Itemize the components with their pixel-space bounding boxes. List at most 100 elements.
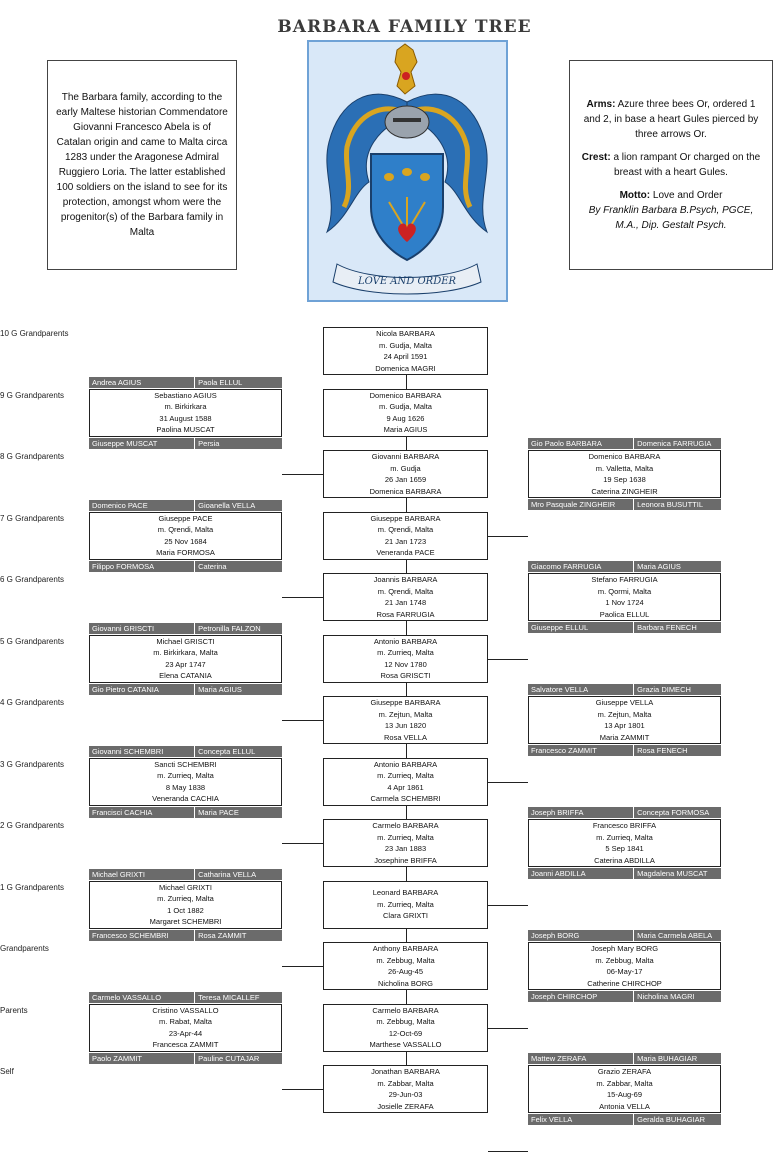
main-couple-line-1: m. Zurrieq, Malta — [377, 648, 434, 657]
generation-label: Grandparents — [0, 944, 49, 953]
left-couple-line-2: 25 Nov 1684 — [164, 536, 207, 546]
page-title: BARBARA FAMILY TREE — [277, 17, 532, 37]
connector-line — [405, 375, 407, 389]
right-couple-line-0: Joseph Mary BORG — [590, 944, 659, 953]
generation-label: 7 G Grandparents — [0, 513, 65, 523]
right-parent-bar: Joseph CHIRCHOP — [528, 991, 634, 1002]
right-parent-bar: Maria BUHAGIAR — [634, 1053, 721, 1064]
left-parent-bar: Andrea AGIUS — [89, 376, 195, 388]
right-parent-bar: Magdalena MUSCAT — [634, 868, 721, 879]
right-parent-bar: Domenica FARRUGIA — [634, 438, 721, 449]
connector-line — [488, 904, 528, 906]
main-couple-line-1: m. Gudja, Malta — [379, 402, 432, 411]
generation-label: 3 G Grandparents — [0, 759, 65, 769]
main-couple-line-1: m. Qrendi, Malta — [377, 525, 434, 534]
main-couple-line-2: 26 Jan 1659 — [384, 475, 427, 484]
main-couple-line-2: 4 Apr 1861 — [387, 782, 424, 792]
connector-line — [282, 474, 323, 475]
right-parent-bar: Grazia DIMECH — [634, 684, 721, 695]
right-parent-bar: Maria Carmela ABELA — [634, 930, 721, 941]
main-couple-line-1: m. Zejtun, Malta — [378, 709, 433, 719]
right-parent-bar: Barbara FENECH — [634, 622, 721, 633]
connector-line — [405, 1051, 407, 1065]
connector-line — [488, 1027, 528, 1029]
generation-label: Parents — [0, 1005, 28, 1015]
connector-line — [405, 498, 407, 512]
left-parent-bar: Maria AGIUS — [195, 683, 282, 695]
main-couple-line-3: Veneranda PACE — [376, 548, 435, 557]
intro-text: The Barbara family, according to the ear… — [56, 92, 228, 238]
generation-label: 4 G Grandparents — [0, 698, 65, 707]
left-parent-bar: Maria PACE — [195, 806, 282, 818]
generation-label: 9 G Grandparents — [0, 390, 65, 400]
right-couple-line-3: Caterina ZINGHEIR — [591, 486, 658, 496]
main-couple-line-2: 26-Aug-45 — [387, 967, 424, 976]
main-couple-line-0: Nicola BARBARA — [376, 329, 435, 338]
left-parent-bar: Francesco SCHEMBRI — [89, 929, 195, 941]
main-couple-line-1: m. Qrendi, Malta — [377, 586, 434, 596]
left-parent-bar: Michael GRIXTI — [89, 868, 195, 880]
right-couple-line-1: m. Qormi, Malta — [597, 586, 652, 596]
left-couple-line-1: m. Birkirkara — [164, 402, 207, 411]
crest-label: Crest: — [581, 152, 611, 163]
left-couple-line-2: 23-Apr-44 — [168, 1028, 203, 1038]
left-parent-bar: Persia — [195, 437, 282, 449]
left-parent-bar: Filippo FORMOSA — [89, 560, 195, 572]
main-couple-line-3: Josephine BRIFFA — [374, 855, 437, 865]
main-couple-line-2: 13 Jun 1820 — [384, 721, 427, 730]
generation-label: 10 G Grandparents — [0, 329, 69, 338]
left-couple-line-0: Michael GRISCTI — [156, 636, 215, 646]
left-couple-line-2: 1 Oct 1882 — [167, 905, 204, 915]
main-couple-line-1: m. Zurrieq, Malta — [377, 832, 434, 842]
left-parent-bar: Rosa ZAMMIT — [195, 929, 282, 941]
left-couple-line-1: m. Zurrieq, Malta — [157, 894, 214, 903]
right-couple-line-0: Francesco BRIFFA — [592, 821, 657, 830]
left-couple-line-3: Paolina MUSCAT — [156, 425, 215, 434]
generation-label: 6 G Grandparents — [0, 575, 65, 584]
connector-line — [282, 597, 323, 598]
left-parent-bar: Paola ELLUL — [195, 376, 282, 388]
connector-line — [282, 1089, 323, 1090]
right-parent-bar: Gio Paolo BARBARA — [528, 438, 634, 449]
left-couple-line-2: 8 May 1838 — [165, 782, 206, 792]
main-couple-line-3: Domenica BARBARA — [369, 486, 442, 496]
main-couple-line-3: Clara GRIXTI — [382, 911, 428, 921]
arms-text-box: Arms: Azure three bees Or, ordered 1 and… — [569, 60, 773, 270]
right-parent-bar: Mro Pasquale ZINGHEIR — [528, 499, 634, 510]
right-couple-line-3: Caterina ABDILLA — [594, 855, 655, 865]
left-couple-line-3: Elena CATANIA — [159, 671, 212, 680]
right-parent-bar: Maria AGIUS — [634, 561, 721, 572]
left-parent-bar: Domenico PACE — [89, 499, 195, 511]
left-couple-line-3: Maria FORMOSA — [156, 548, 215, 557]
main-couple-line-3: Rosa GRISCTI — [380, 671, 431, 680]
right-couple-line-1: m. Zurrieq, Malta — [596, 832, 653, 842]
left-couple-line-1: m. Birkirkara, Malta — [153, 648, 218, 657]
main-couple-line-3: Rosa FARRUGIA — [376, 609, 435, 619]
generation-label: 1 G Grandparents — [0, 882, 65, 892]
right-couple-line-3: Maria ZAMMIT — [599, 732, 650, 742]
right-parent-bar: Leonora BUSUTTIL — [634, 499, 721, 510]
right-couple-line-2: 13 Apr 1801 — [604, 721, 645, 730]
main-couple-line-3: Nicholina BORG — [377, 978, 434, 988]
right-couple-line-0: Grazio ZERAFA — [597, 1067, 652, 1076]
right-parent-bar: Concepta FORMOSA — [634, 807, 721, 818]
right-couple-line-1: m. Valletta, Malta — [595, 463, 654, 473]
arms-label: Arms: — [586, 99, 616, 110]
left-parent-bar: Gio Pietro CATANIA — [89, 683, 195, 695]
connector-line — [488, 658, 528, 660]
